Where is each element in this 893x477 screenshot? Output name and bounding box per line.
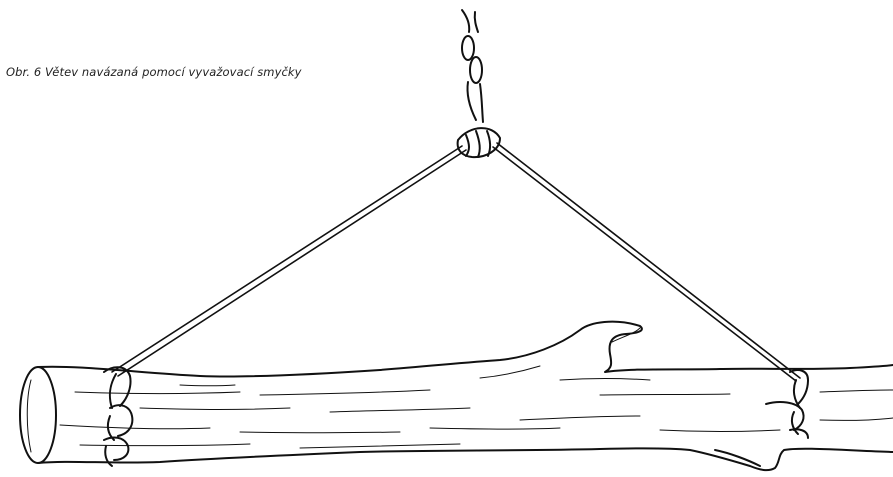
right-knot (766, 370, 808, 438)
balancing-knot (458, 128, 500, 157)
hanging-chain (462, 10, 483, 122)
rope-right (493, 143, 800, 381)
left-knot (104, 367, 132, 466)
branch (20, 322, 893, 471)
rope-left (112, 146, 466, 376)
